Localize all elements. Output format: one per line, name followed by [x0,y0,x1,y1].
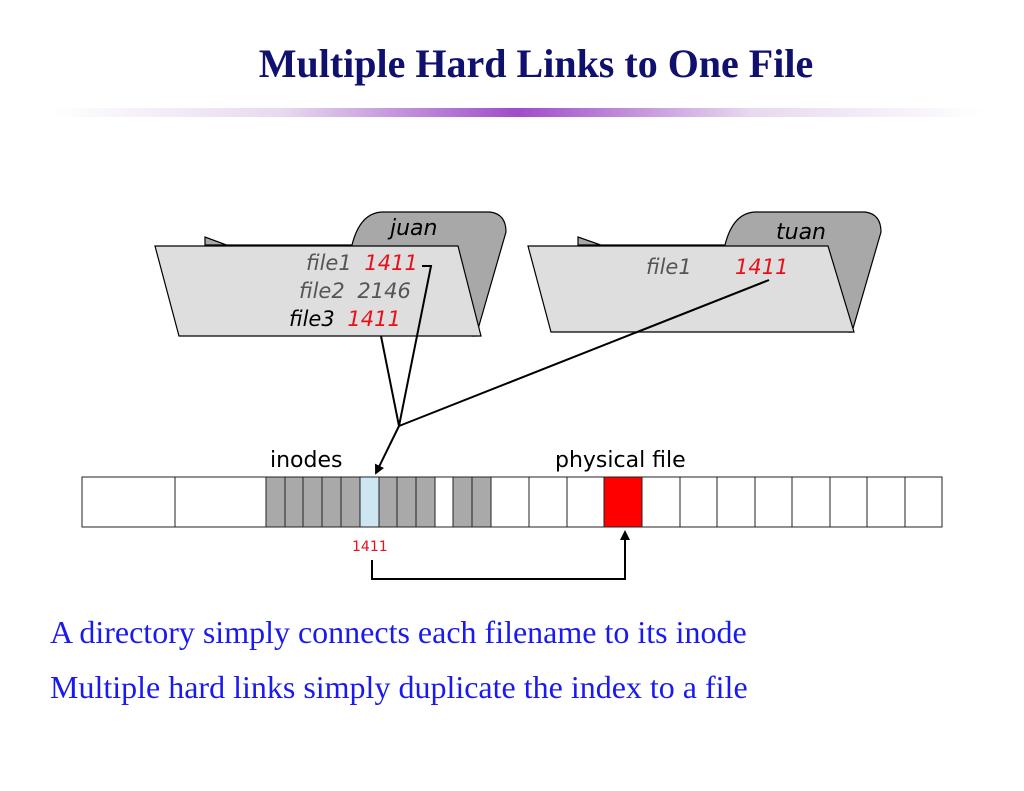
dir-entry-tuan-file1-inode: 1411 [735,255,788,279]
inode-block [340,476,361,528]
directory-folder-tuan: tuan file1 1411 [527,211,882,333]
block [174,476,267,528]
disk-block-strip [81,476,943,528]
data-block [679,476,718,528]
data-block [754,476,793,528]
link-arrow-to-inode [375,425,400,475]
inodes-label: inodes [270,448,342,473]
folder-juan-front [154,245,482,337]
dir-entry-tuan-file1: file1 [646,255,692,279]
data-block [641,476,681,528]
entry-filename: file1 [306,251,352,275]
title-divider [50,108,985,117]
inode-block [396,476,417,528]
directory-folder-juan: juan file1 1411 file2 2146 file3 1411 [154,211,507,337]
data-block [716,476,756,528]
folder-tuan-front [527,245,855,333]
data-block [791,476,831,528]
dir-entry-juan-file2: file2 2146 [299,279,411,303]
inode-block [452,476,473,528]
data-block [528,476,568,528]
slide-title: Multiple Hard Links to One File [258,41,814,86]
inode-block [302,476,323,528]
caption-directory: A directory simply connects each filenam… [50,614,747,650]
physical-file-label: physical file [555,448,686,473]
inode-block [321,476,342,528]
entry-filename: file3 [289,307,335,331]
block [81,476,176,528]
inode-block [265,476,286,528]
folder-tuan-label: tuan [776,220,826,245]
dir-entry-juan-file3: file3 1411 [289,307,401,331]
caption-hard-links: Multiple hard links simply duplicate the… [50,669,748,705]
link-line-juan-file1 [398,265,433,427]
inode-to-data-pointer [371,530,630,580]
data-block [829,476,868,528]
folder-juan-label: juan [387,216,437,241]
link-line-tuan-file1 [398,279,770,427]
entry-filename: file1 [646,255,692,279]
target-inode-number: 1411 [352,539,388,555]
inode-block [415,476,436,528]
entry-filename: file2 [299,279,345,303]
inode-block [378,476,399,528]
data-block [866,476,906,528]
data-block-physical-file [603,476,643,528]
inode-block [471,476,492,528]
entry-inode-number: 2146 [357,279,410,303]
dir-entry-juan-file1: file1 1411 [306,251,418,275]
data-block [904,476,943,528]
hard-link-pointers [375,265,770,475]
data-block [566,476,605,528]
data-block [490,476,530,528]
entry-inode-number: 1411 [347,307,400,331]
link-line-juan-file3 [380,335,400,427]
entry-inode-number: 1411 [364,251,417,275]
inode-block-target [359,476,380,528]
block [434,476,454,528]
inode-block [284,476,305,528]
